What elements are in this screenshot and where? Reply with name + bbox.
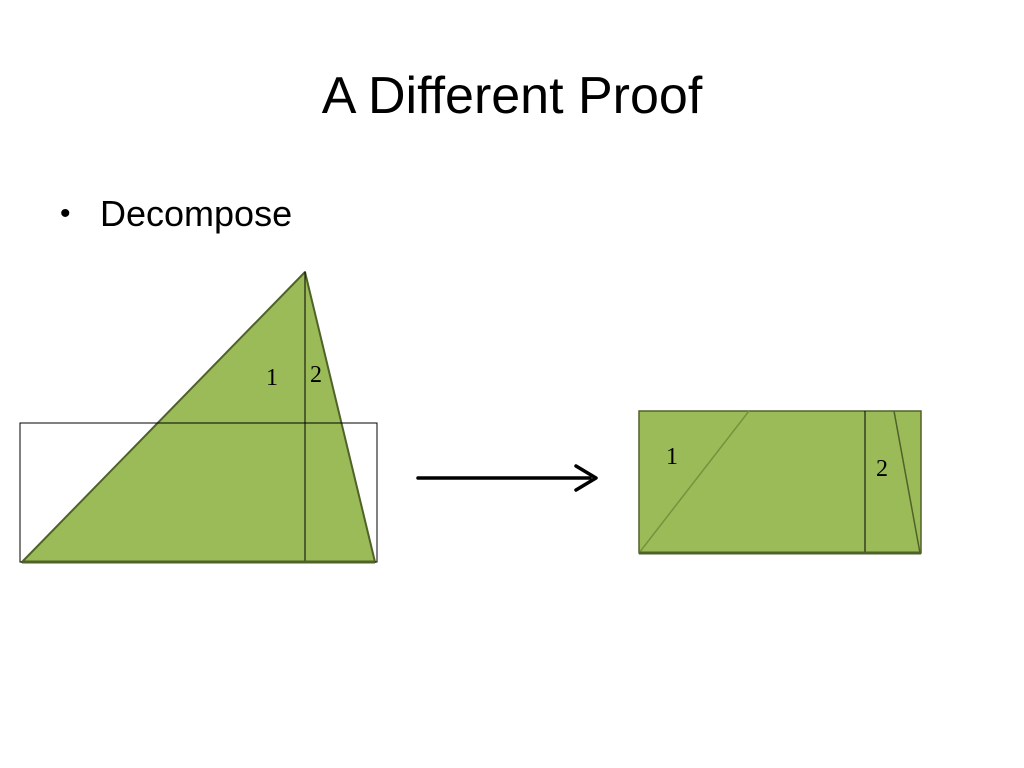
- piece-2-cut-line: [893, 410, 921, 554]
- green-rectangle: [638, 410, 922, 554]
- rectangle-figure: 1 2: [638, 410, 922, 555]
- bullet-item: • Decompose: [60, 188, 292, 240]
- bullet-marker: •: [60, 197, 71, 230]
- piece-1-cut-line: [638, 410, 750, 554]
- rectangle-label-2: 2: [876, 456, 888, 482]
- slide-title: A Different Proof: [321, 67, 703, 125]
- green-triangle: [21, 271, 376, 563]
- arrow-head-icon: [574, 464, 598, 492]
- triangle-figure: 1 2: [19, 271, 378, 564]
- triangle-label-2: 2: [310, 362, 322, 388]
- bullet-text: Decompose: [100, 193, 293, 234]
- triangle-label-1: 1: [266, 365, 278, 391]
- rectangle-label-1: 1: [666, 444, 678, 470]
- bullet-list: • Decompose: [60, 188, 292, 240]
- transform-arrow: [416, 464, 598, 492]
